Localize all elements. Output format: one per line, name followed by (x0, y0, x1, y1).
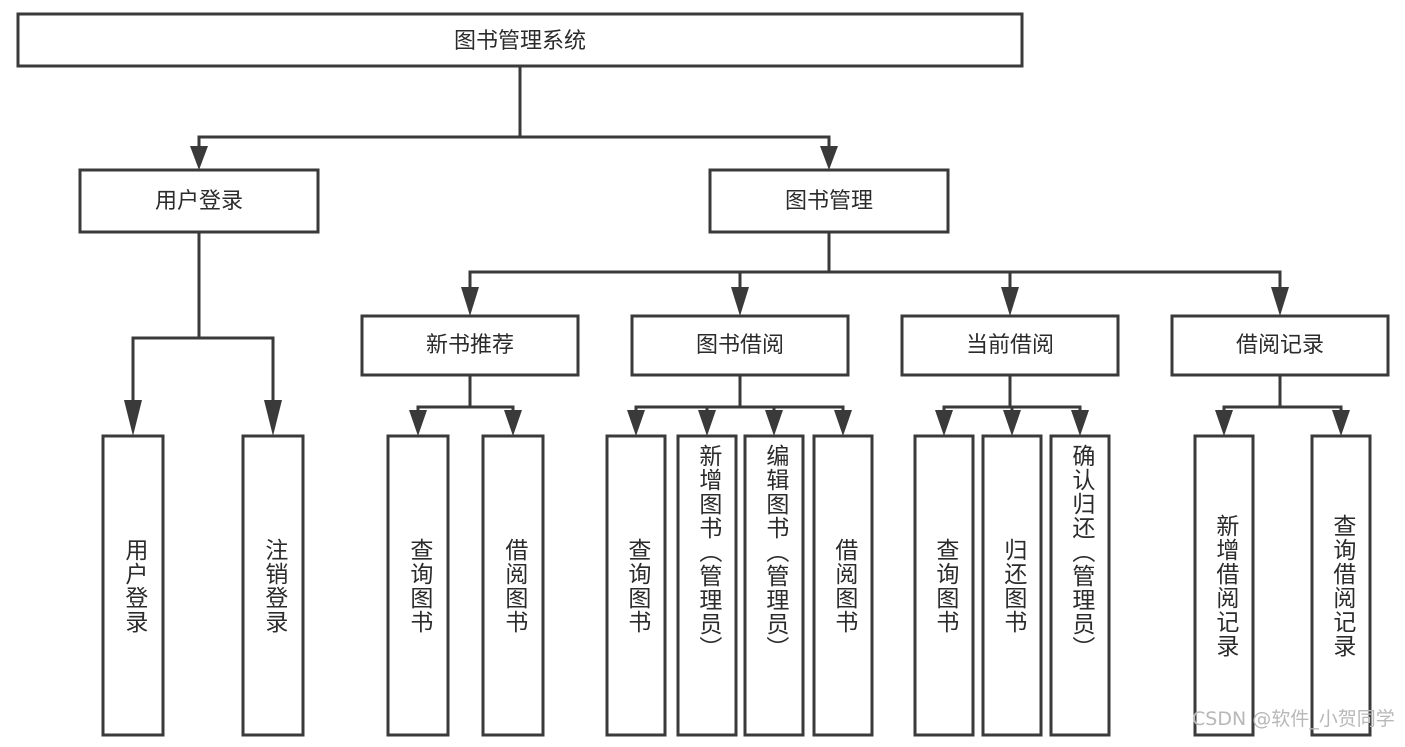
arrowhead-book-management (820, 146, 838, 170)
arrowhead-confirm-return-admin (1071, 410, 1089, 436)
node-box-root[interactable] (16, 12, 1024, 68)
node-box-user-login[interactable] (78, 168, 320, 234)
arrowhead-query-book-3 (935, 410, 953, 436)
node-label-book-management: 图书管理 (785, 189, 873, 214)
node-label-root: 图书管理系统 (454, 29, 586, 54)
node-box-confirm-return-admin[interactable] (1049, 434, 1111, 737)
arrowhead-borrow-records (1271, 287, 1289, 316)
node-box-book-borrow[interactable] (630, 314, 850, 377)
arrowhead-user-login (190, 146, 208, 170)
node-box-new-book-recommend[interactable] (360, 314, 580, 377)
node-label-new-book-recommend: 新书推荐 (426, 333, 514, 358)
node-box-user-login-leaf[interactable] (101, 434, 165, 737)
node-box-current-borrow[interactable] (900, 314, 1120, 377)
node-label-user-login: 用户登录 (155, 189, 243, 214)
arrowhead-query-book-2 (627, 410, 645, 436)
node-box-add-book-admin[interactable] (676, 434, 738, 737)
node-box-query-book-2[interactable] (605, 434, 667, 737)
node-box-book-management[interactable] (708, 168, 950, 234)
node-box-query-book-1[interactable] (386, 434, 450, 737)
arrowhead-new-book-recommend (461, 287, 479, 316)
arrowhead-query-book-1 (409, 410, 427, 436)
node-box-query-book-3[interactable] (913, 434, 975, 737)
arrowhead-add-borrow-record (1215, 410, 1233, 436)
arrowhead-query-borrow-record (1332, 410, 1350, 436)
node-box-borrow-book-1[interactable] (481, 434, 545, 737)
node-label-current-borrow: 当前借阅 (966, 333, 1054, 358)
node-box-borrow-records[interactable] (1170, 314, 1390, 377)
arrowhead-book-borrow (731, 287, 749, 316)
arrowhead-user-logout-leaf (264, 400, 282, 436)
node-label-book-borrow: 图书借阅 (696, 333, 784, 358)
node-box-user-logout-leaf[interactable] (241, 434, 305, 737)
arrowhead-return-book (1003, 410, 1021, 436)
node-layer: 图书管理系统 用户登录 图书管理 新书推荐 图书借阅 当前借阅 借阅记录 (16, 12, 1390, 737)
arrowhead-user-login-leaf (124, 400, 142, 436)
arrowhead-edit-book-admin (765, 410, 783, 436)
node-box-query-borrow-record[interactable] (1310, 434, 1372, 737)
arrowhead-borrow-book-1 (504, 410, 522, 436)
arrowhead-current-borrow (1001, 287, 1019, 316)
arrowhead-borrow-book-2 (834, 410, 852, 436)
csdn-watermark: CSDN @软件_小贺同学 (1192, 708, 1395, 730)
node-label-borrow-records: 借阅记录 (1236, 333, 1324, 358)
node-box-borrow-book-2[interactable] (812, 434, 874, 737)
node-box-edit-book-admin[interactable] (743, 434, 805, 737)
node-box-return-book[interactable] (981, 434, 1043, 737)
connector-layer (124, 64, 1350, 436)
node-box-add-borrow-record[interactable] (1193, 434, 1255, 737)
arrowhead-add-book-admin (698, 410, 716, 436)
